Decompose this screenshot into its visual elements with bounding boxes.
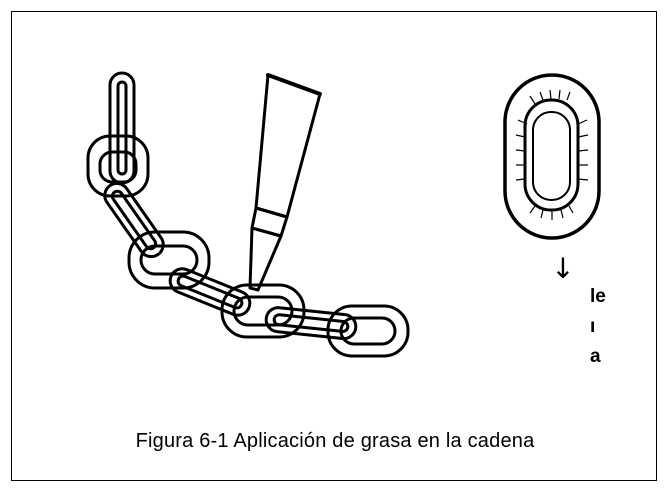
chain-link-2 <box>86 134 150 198</box>
chain-link-top <box>108 71 136 185</box>
figure-caption: Figura 6-1 Aplicación de grasa en la cad… <box>135 430 535 452</box>
chain-link-4 <box>127 230 211 290</box>
truncated-line-1: le <box>590 286 606 307</box>
grease-tube-icon <box>248 73 322 292</box>
chain-link-3 <box>103 181 165 259</box>
chain-link-8 <box>326 304 410 358</box>
chain-link-5 <box>168 267 252 317</box>
chain-link-crosssection-icon <box>503 73 601 240</box>
truncated-line-2: ı <box>590 316 596 337</box>
chain-link-7 <box>264 306 358 341</box>
truncated-text: le ı a <box>590 282 660 382</box>
chain-icon <box>86 71 410 358</box>
truncated-line-3: a <box>590 346 601 367</box>
down-arrow-icon: ↓ <box>551 252 574 285</box>
